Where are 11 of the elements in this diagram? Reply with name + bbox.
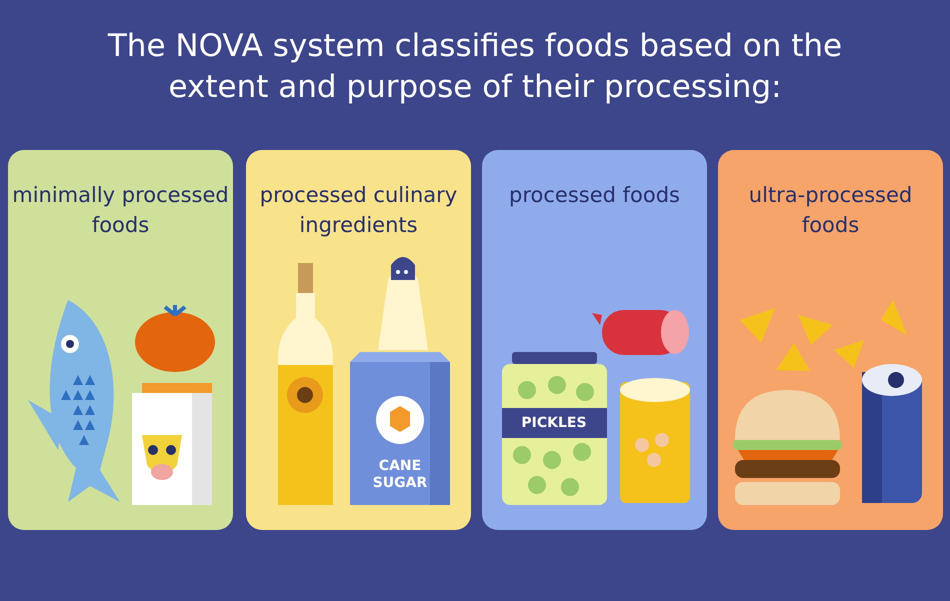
package-label: CANE SUGAR [372, 458, 428, 492]
category-title: processed culinary ingredients [258, 182, 458, 239]
category-card [718, 150, 943, 530]
category-title: minimally processed foods [12, 182, 229, 239]
jar-label: PICKLES [520, 415, 588, 432]
category-card [246, 150, 471, 530]
category-card [482, 150, 707, 530]
category-title: ultra-processed foods [748, 182, 914, 239]
category-title: processed foods [508, 182, 681, 209]
category-card [8, 150, 233, 530]
title: The NOVA system classifies foods based on the extent and purpose of their processing: [106, 27, 844, 107]
